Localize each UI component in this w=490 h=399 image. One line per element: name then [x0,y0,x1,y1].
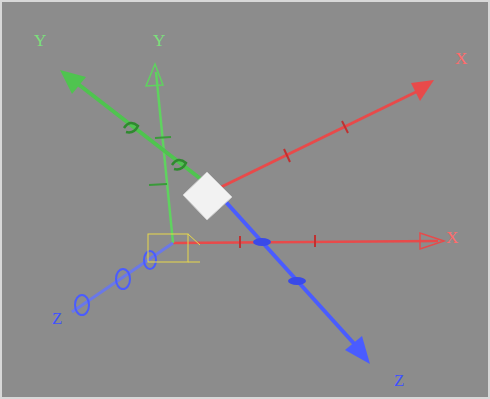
axis-label: Y [153,32,165,49]
axis-label: Z [52,310,62,327]
axis-label: X [455,50,467,67]
rotated-frame [60,70,434,364]
axis-label: Y [34,32,46,49]
world-frame [72,64,444,315]
axis-label: Z [394,372,404,389]
axis-label: X [446,229,458,246]
